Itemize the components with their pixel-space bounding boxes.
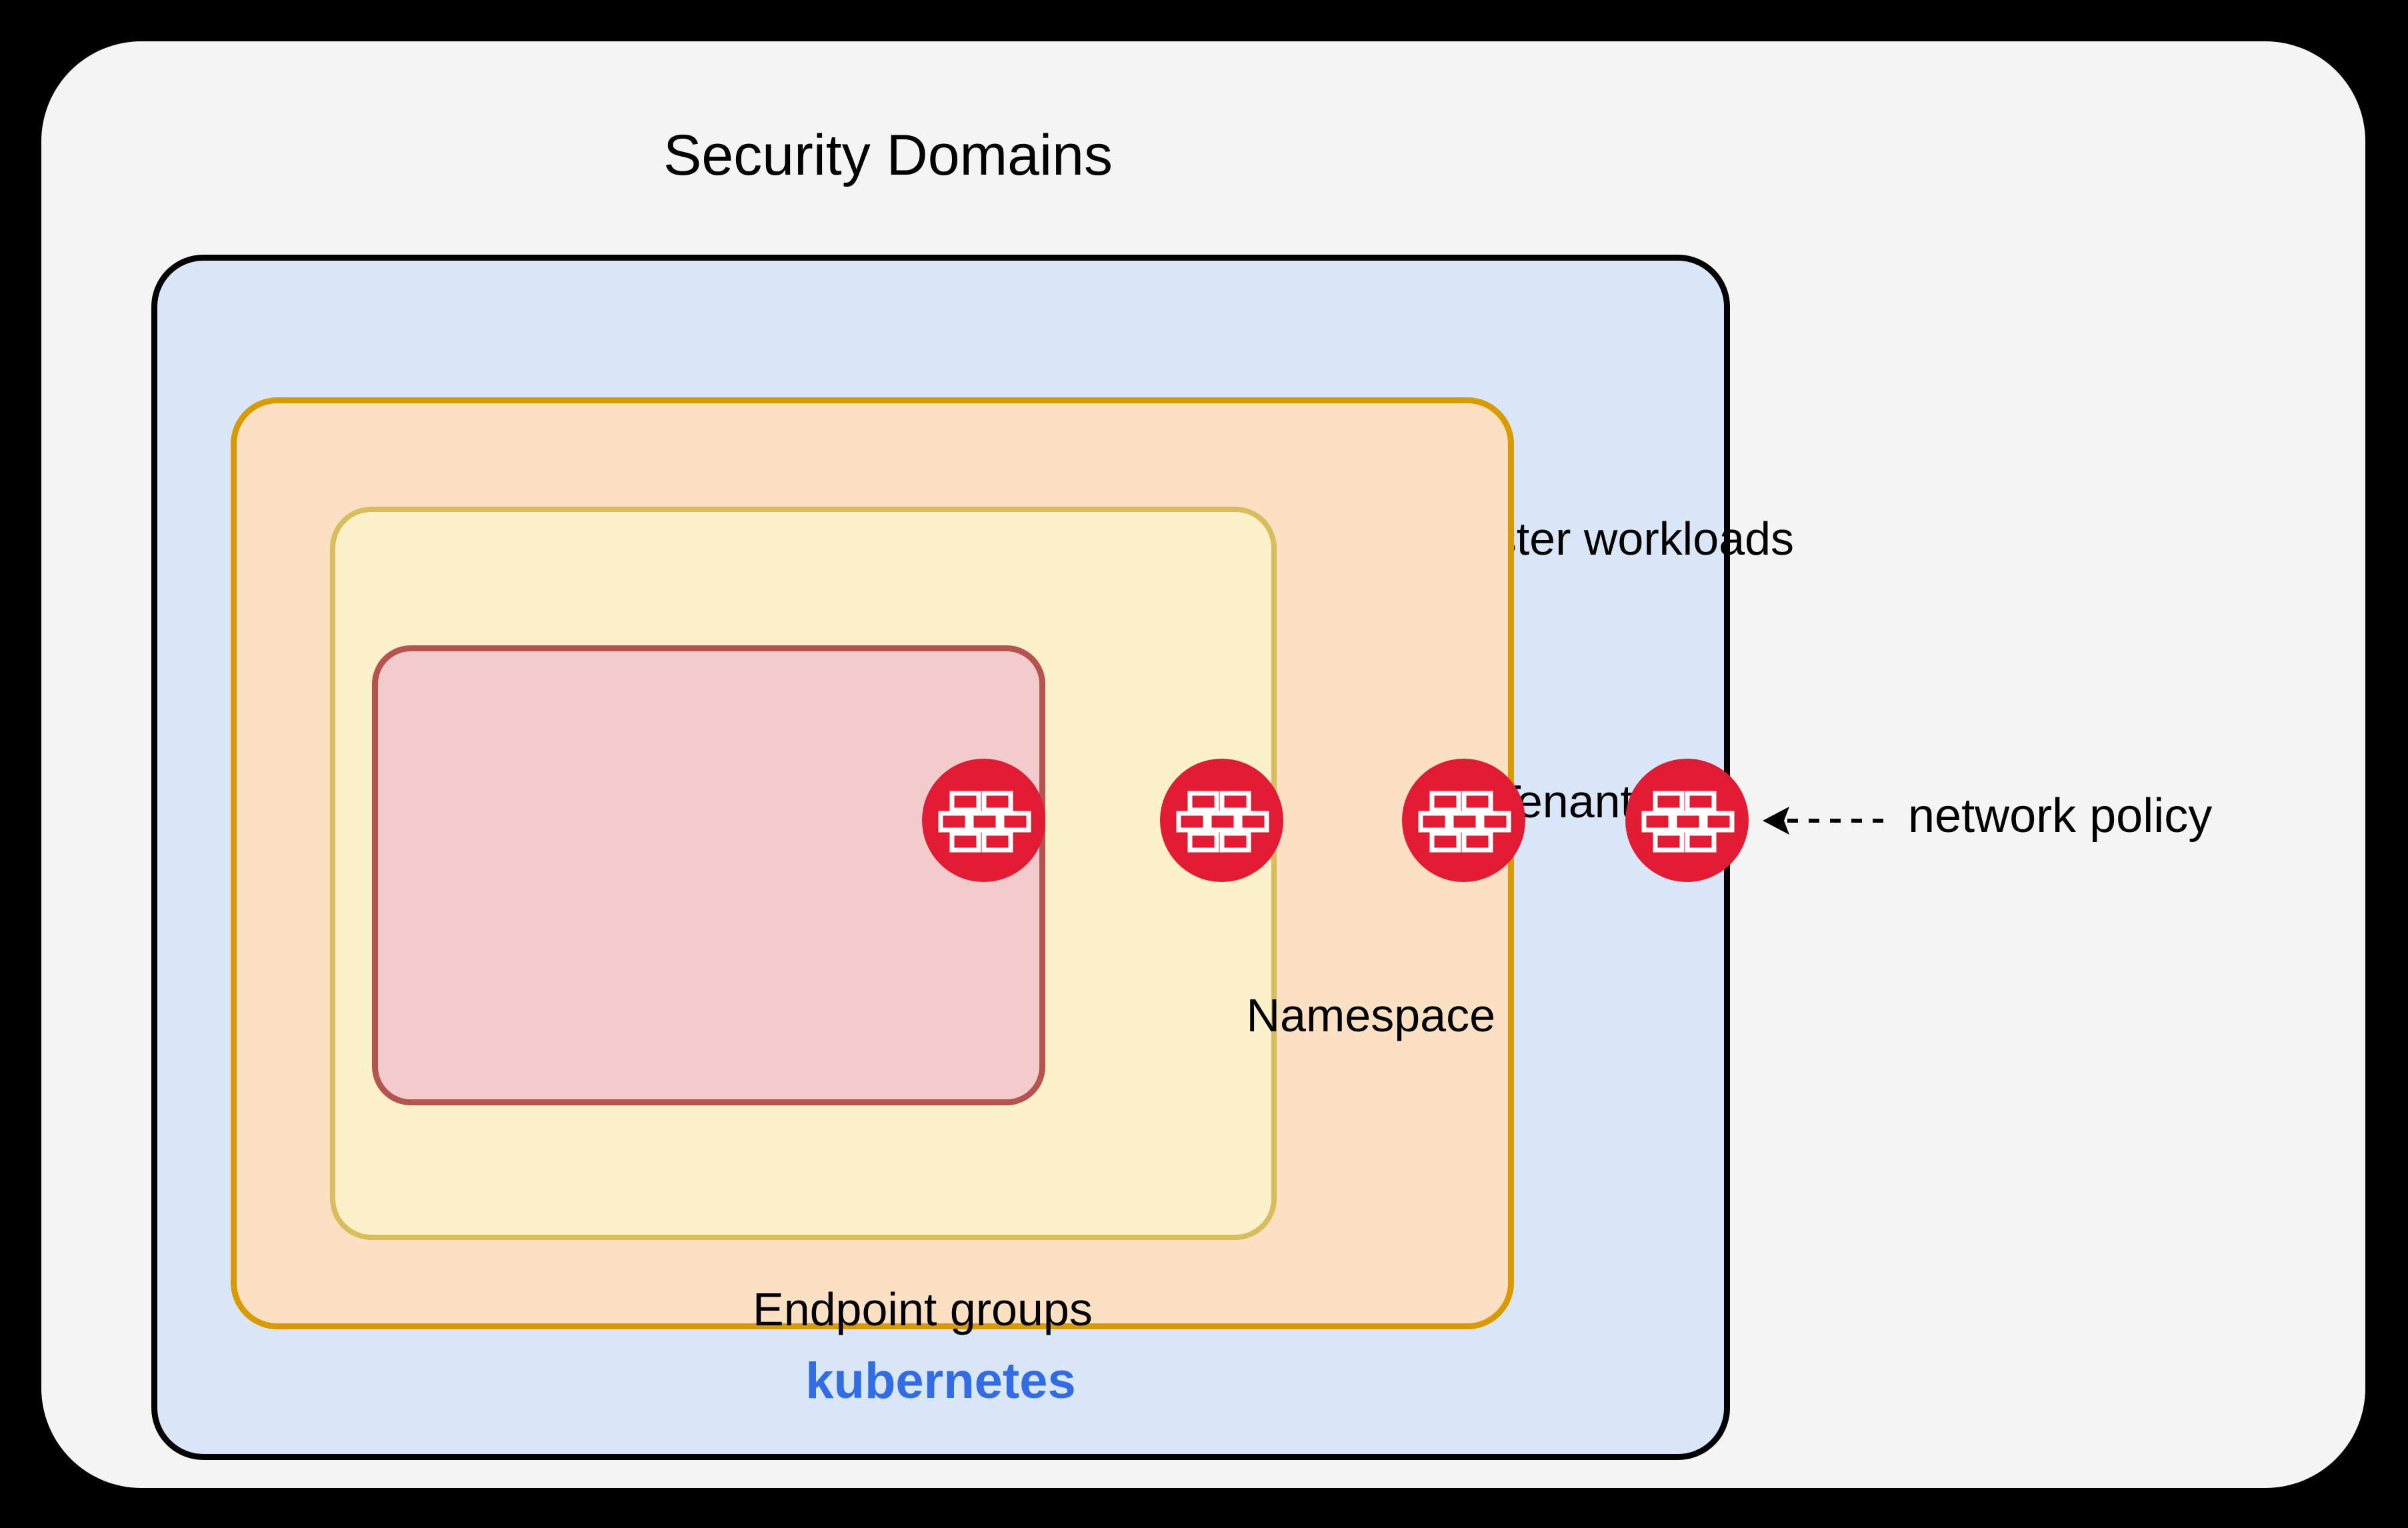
firewall-brick-icon[interactable] — [1402, 759, 1525, 882]
network-policy-label: network policy — [1908, 789, 2213, 843]
layer-endpoint-groups[interactable]: Endpoint groups — [372, 645, 1093, 1333]
layer-label-endpoint-groups: Endpoint groups — [753, 1283, 1093, 1335]
layer-label-namespace: Namespace — [1246, 989, 1495, 1041]
firewall-brick-icon[interactable] — [922, 759, 1045, 882]
layer-tenant[interactable]: Tenant Namespace Endpoint groups — [231, 397, 1633, 1333]
firewall-brick-icon[interactable] — [1160, 759, 1283, 882]
firewall-brick-icon[interactable] — [1625, 759, 1749, 882]
layer-namespace[interactable]: Namespace Endpoint groups — [330, 507, 1495, 1333]
network-policy-arrow-icon — [1753, 797, 1887, 844]
kubernetes-brand-label: kubernetes — [805, 1353, 1076, 1409]
page-title: Security Domains — [663, 123, 1113, 187]
